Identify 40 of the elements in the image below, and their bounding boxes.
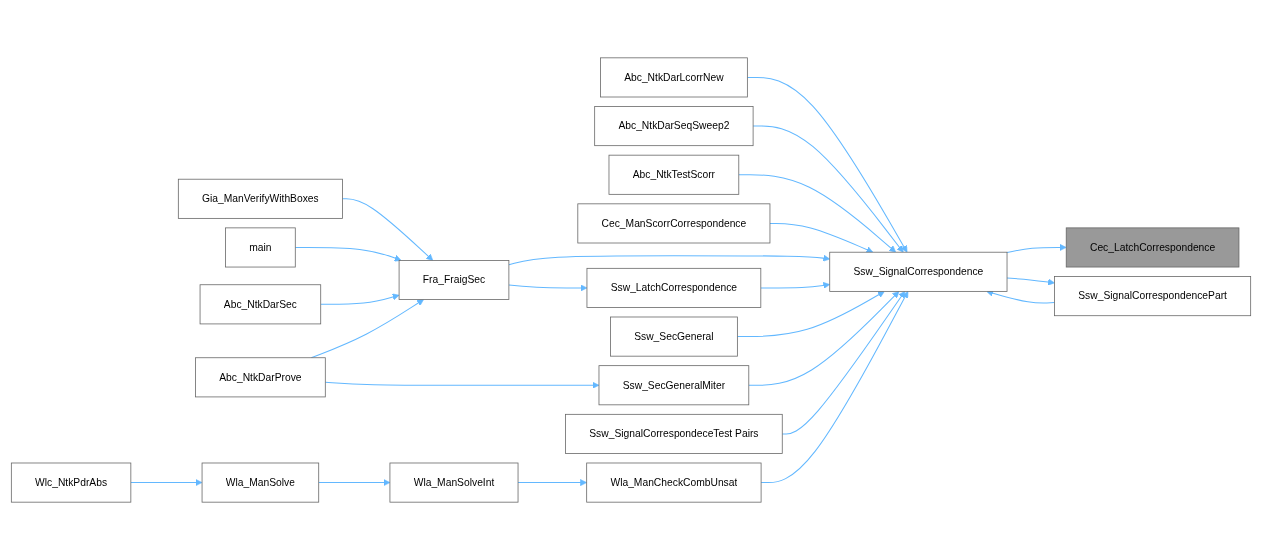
node-box: Ssw_SecGeneral: [610, 316, 738, 357]
arrow: [736, 291, 885, 338]
arrow: [294, 246, 402, 262]
node-box: Fra_FraigSec: [398, 260, 510, 300]
arrow: [781, 291, 906, 435]
arrow: [1006, 277, 1055, 286]
node-box: Wla_ManSolveInt: [389, 462, 519, 503]
node-box: Gia_ManVerifyWithBoxes: [177, 178, 343, 219]
node-box: Ssw_SignalCorrespondence: [829, 251, 1008, 292]
arrow: [752, 125, 904, 253]
node-box: Ssw_SecGeneralMiter: [598, 365, 750, 406]
node-box: Wlc_NtkPdrAbs: [10, 462, 132, 503]
arrow: [320, 293, 400, 305]
arrow: [517, 479, 587, 487]
arrow: [760, 281, 831, 289]
node-box: Abc_NtkDarLcorrNew: [600, 57, 748, 98]
node-box: Ssw_SignalCorrespondeceTest Pairs: [565, 413, 783, 454]
arrow: [508, 254, 831, 266]
arrow: [760, 291, 909, 484]
arrow: [130, 479, 203, 487]
arrow: [318, 479, 391, 487]
node-box: Abc_NtkDarProve: [195, 357, 326, 398]
node-box: Abc_NtkTestScorr: [608, 154, 740, 195]
arrow: [748, 291, 900, 386]
arrow: [738, 174, 896, 253]
node-box: Cec_LatchCorrespondence: [1065, 227, 1240, 268]
node-box: main: [225, 227, 296, 268]
arrow: [508, 284, 588, 292]
arrow: [324, 381, 600, 389]
node-box: Wla_ManCheckCombUnsat: [586, 462, 762, 503]
arrow: [341, 198, 434, 261]
node-box: Ssw_LatchCorrespondence: [586, 267, 762, 308]
node-box: Ssw_SignalCorrespondencePart: [1054, 276, 1252, 317]
node-box: Abc_NtkDarSeqSweep2: [594, 106, 754, 147]
arrow: [1006, 243, 1067, 254]
arrow: [746, 76, 908, 253]
node-box: Abc_NtkDarSec: [199, 284, 322, 325]
node-box: Cec_ManScorrCorrespondence: [577, 203, 771, 244]
arrow: [769, 222, 874, 253]
node-box: Wla_ManSolve: [201, 462, 320, 503]
